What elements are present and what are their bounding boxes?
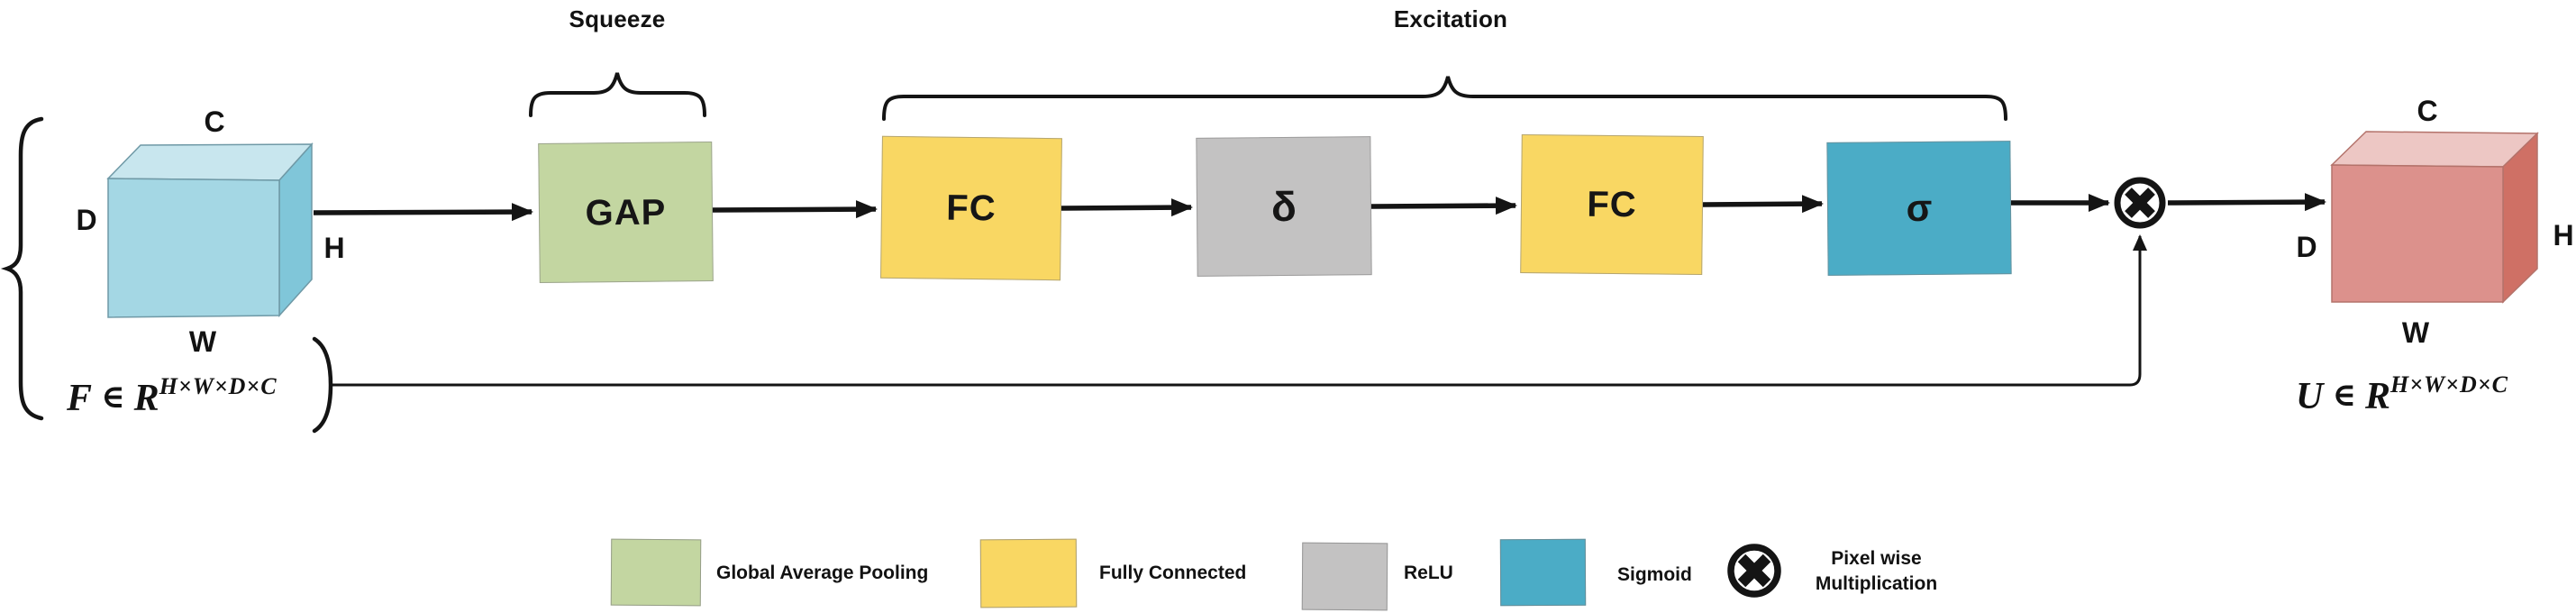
element-of-symbol: ∈ — [101, 379, 125, 415]
input-dim-c-label: C — [204, 105, 225, 138]
squeeze-brace — [529, 72, 706, 117]
skip-connection-line — [330, 234, 2147, 387]
arrow-gap-to-fc1 — [711, 200, 878, 219]
legend-sigmoid-label: Sigmoid — [1617, 564, 1692, 585]
excitation-brace — [882, 76, 2007, 121]
input-dim-w-label: W — [188, 325, 217, 358]
output-dim-d-label: D — [2296, 231, 2317, 263]
output-dim-c-label: C — [2417, 95, 2438, 127]
element-of-symbol: ∈ — [2332, 377, 2356, 413]
input-tensor-formula: F∈RH×W×D×C — [67, 373, 278, 419]
input-right-paren — [312, 336, 333, 434]
arrow-cube-to-gap — [313, 203, 533, 222]
relu-block: δ — [1196, 136, 1372, 277]
legend-fc-swatch — [979, 538, 1078, 608]
input-feature-cube — [106, 142, 314, 318]
relu-block-label: δ — [1270, 182, 1297, 231]
sigmoid-block-label: σ — [1906, 186, 1933, 230]
legend-relu-swatch — [1301, 542, 1388, 611]
legend-sigmoid-swatch — [1499, 538, 1587, 607]
output-dim-h-label: H — [2553, 219, 2574, 252]
input-formula-superscript: H×W×D×C — [159, 373, 278, 399]
input-formula-symbol: F — [67, 378, 93, 419]
output-formula-symbol: U — [2296, 376, 2324, 417]
output-formula-superscript: H×W×D×C — [2390, 371, 2508, 398]
output-formula-set: R — [2365, 376, 2391, 417]
legend-multiply-label-line1: Pixel wise — [1831, 548, 1922, 569]
arrow-fc1-to-relu — [1060, 198, 1193, 217]
gap-block-label: GAP — [585, 192, 667, 233]
legend-multiply-label-line2: Multiplication — [1815, 573, 1938, 594]
fc2-block: FC — [1520, 133, 1704, 276]
gap-block: GAP — [538, 141, 714, 284]
fc2-block-label: FC — [1587, 184, 1637, 225]
legend-gap-swatch — [610, 538, 702, 607]
arrow-fc2-to-sigmoid — [1702, 195, 1824, 214]
arrow-multiply-to-cube — [2167, 193, 2326, 212]
legend-multiply-icon — [1727, 544, 1781, 598]
excitation-section-label: Excitation — [1393, 5, 1508, 32]
output-tensor-formula: U∈RH×W×D×C — [2296, 373, 2508, 416]
squeeze-section-label: Squeeze — [569, 5, 666, 32]
output-feature-cube — [2330, 131, 2539, 304]
input-formula-set: R — [133, 378, 159, 419]
legend-relu-label: ReLU — [1404, 563, 1453, 583]
input-left-brace — [0, 116, 44, 421]
sigmoid-block: σ — [1826, 141, 2012, 276]
fc1-block: FC — [880, 135, 1062, 281]
legend-gap-label: Global Average Pooling — [716, 563, 929, 583]
fc1-block-label: FC — [946, 188, 997, 229]
pixelwise-multiply-icon — [2114, 177, 2166, 229]
legend-multiply-label: Pixel wise Multiplication — [1811, 546, 1942, 597]
input-dim-d-label: D — [76, 204, 97, 236]
output-dim-w-label: W — [2401, 316, 2430, 349]
legend-fc-label: Fully Connected — [1099, 563, 1247, 583]
input-dim-h-label: H — [323, 232, 345, 264]
